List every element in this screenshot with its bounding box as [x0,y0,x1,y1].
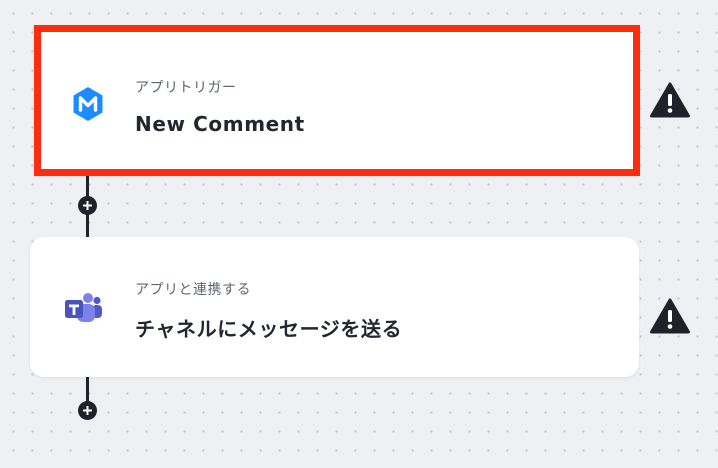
trigger-step-card[interactable]: アプリトリガー New Comment [34,25,640,176]
action-step-card[interactable]: アプリと連携する チャネルにメッセージを送る [30,237,639,377]
step-type-label: アプリトリガー [135,80,237,96]
teams-icon [63,290,103,326]
step-title: チャネルにメッセージを送る [135,317,403,341]
step-title: New Comment [135,112,305,136]
plus-icon [83,406,92,415]
connector-line [86,377,89,411]
m-hexagon-icon [70,85,106,123]
add-step-button[interactable] [78,401,97,420]
plus-icon [83,201,92,210]
add-step-button[interactable] [78,196,97,215]
warning-icon[interactable] [650,298,690,334]
step-type-label: アプリと連携する [135,282,251,298]
warning-icon[interactable] [650,82,690,118]
